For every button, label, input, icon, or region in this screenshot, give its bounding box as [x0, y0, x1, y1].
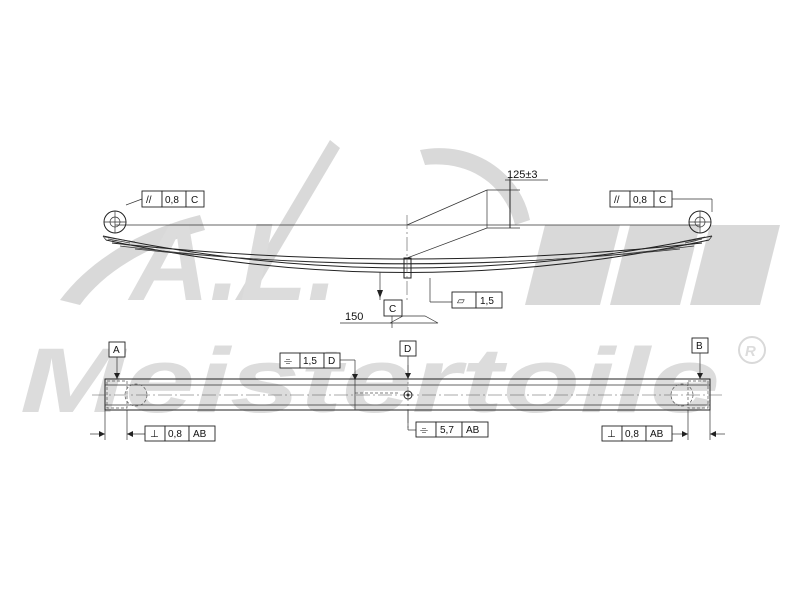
perp-right-arrow-b	[710, 431, 716, 437]
parallelism-right-symbol-cell	[609, 190, 631, 208]
parallelism-frame-left: // 0,8 C	[125, 190, 205, 208]
perpendicular-frame-left: ⊥ 0,8 AB	[90, 410, 216, 442]
parallelism-right-value: 0,8	[633, 195, 647, 206]
watermark-brand: Meistertoile	[20, 330, 720, 432]
perp-left-arrow-a	[99, 431, 105, 437]
symmetry-top-value: 1,5	[303, 356, 317, 367]
parallelism-right-datum: C	[659, 195, 666, 206]
symmetry-bottom-value: 5,7	[440, 425, 454, 436]
datum-b-arrow	[697, 373, 703, 379]
watermark-block-3	[690, 225, 780, 305]
perp-right-datum-cell	[645, 425, 673, 442]
datum-c-box	[383, 299, 403, 317]
perp-right-datum: AB	[650, 429, 664, 440]
leaf-top-outline	[104, 378, 711, 411]
perp-right-symbol: ⊥	[607, 429, 616, 440]
watermark-block-2	[610, 225, 700, 305]
parallelism-left-value: 0,8	[165, 195, 179, 206]
perp-left-datum-cell	[188, 425, 216, 442]
watermark-initials: A.L.	[127, 201, 338, 324]
symmetry-top-datum: D	[328, 356, 335, 367]
leaf-end-right	[708, 235, 713, 241]
perp-right-value: 0,8	[625, 429, 639, 440]
perp-left-arrow-b	[127, 431, 133, 437]
watermark-registered-mark: R	[745, 343, 756, 360]
watermark-block-1	[525, 225, 620, 305]
left-wrap-hatch	[104, 236, 136, 244]
height-extension-2	[406, 227, 488, 259]
watermark-stroke	[235, 140, 340, 300]
offset-dimension: 150	[345, 311, 363, 323]
parallelism-left-symbol: //	[146, 195, 152, 206]
symmetry-bottom-datum-cell	[461, 421, 489, 438]
symmetry-top-datum-cell	[323, 352, 341, 369]
height-extension-1	[406, 189, 488, 226]
perp-left-value: 0,8	[168, 429, 182, 440]
parallelism-left-symbol-cell	[141, 190, 163, 208]
watermark-swoosh-2	[420, 148, 530, 225]
datum-plane-symbol	[389, 315, 439, 324]
left-eye-hidden-circle	[124, 383, 148, 407]
datum-c-label: C	[389, 304, 396, 315]
perp-left-symbol: ⊥	[150, 429, 159, 440]
leaf-arc-3	[111, 242, 703, 260]
right-wrap-hatch	[679, 236, 706, 244]
watermark: A.L. Meistertoile R	[20, 140, 780, 432]
side-view: 125±3 // 0,8 C // 0,8 C C	[102, 169, 713, 328]
symmetry-top-arrow	[352, 374, 358, 380]
perpendicular-frame-right: ⊥ 0,8 AB	[601, 410, 725, 442]
symmetry-top-symbol: ⌯	[284, 356, 292, 367]
flatness-value-cell	[475, 291, 503, 309]
right-eye-hidden-box	[687, 380, 709, 409]
datum-c-arrow	[377, 290, 383, 298]
symmetry-bottom-symbol: ⌯	[420, 425, 428, 436]
parallelism-frame-right: // 0,8 C	[609, 190, 713, 212]
parallelism-left-datum-cell	[185, 190, 205, 208]
symmetry-frame-bottom: ⌯ 5,7 AB	[407, 410, 489, 438]
datum-d-arrow	[405, 373, 411, 379]
parallelism-right-symbol: //	[614, 195, 620, 206]
datum-d-label: D	[404, 344, 411, 355]
top-view: A B D ⌯ 1,5 D	[90, 337, 725, 442]
leaf-end-left	[102, 235, 107, 241]
registered-mark-circle	[738, 336, 766, 364]
symmetry-bottom-datum: AB	[466, 425, 480, 436]
symmetry-frame-top: ⌯ 1,5 D	[279, 352, 358, 380]
flatness-value: 1,5	[480, 296, 494, 307]
watermark-swoosh	[60, 215, 205, 305]
left-eye-hidden-box	[106, 380, 128, 409]
flatness-symbol: ▱	[457, 296, 465, 307]
datum-a-arrow	[114, 373, 120, 379]
datum-a-label: A	[113, 345, 120, 356]
datum-b-label: B	[696, 341, 703, 352]
height-dimension: 125±3	[507, 169, 538, 181]
parallelism-left-datum: C	[191, 195, 198, 206]
perp-left-datum: AB	[193, 429, 207, 440]
right-eye-hidden-circle	[670, 383, 694, 407]
parallelism-left-leader	[125, 198, 143, 206]
perp-right-arrow-a	[682, 431, 688, 437]
